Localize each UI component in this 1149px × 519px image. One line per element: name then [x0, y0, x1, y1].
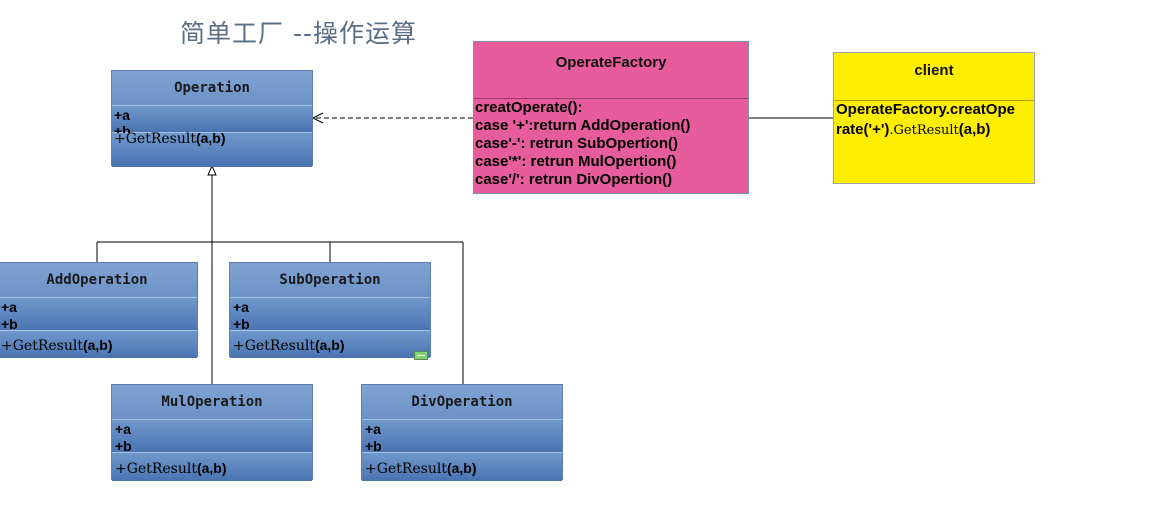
generalization-arrowhead — [207, 164, 217, 176]
factory-case-mul: case'*': retrun MulOpertion() — [475, 153, 677, 170]
operations: +GetResult(a,b) — [362, 453, 562, 481]
attribute-a: +a — [233, 299, 249, 315]
class-sub-operation[interactable]: SubOperation +a +b +GetResult(a,b) — [229, 262, 431, 358]
class-div-operation[interactable]: DivOperation +a +b +GetResult(a,b) — [361, 384, 563, 481]
class-name: MulOperation — [112, 385, 312, 420]
client-name: client — [834, 53, 1034, 101]
attribute-a: +a — [114, 107, 130, 123]
class-mul-operation[interactable]: MulOperation +a +b +GetResult(a,b) — [111, 384, 313, 481]
client-code-line-2: rate('+').GetResult(a,b) — [836, 121, 991, 138]
class-client[interactable]: client OperateFactory.creatOpe rate('+')… — [833, 52, 1035, 184]
attribute-b: +b — [115, 438, 132, 454]
attribute-a: +a — [115, 421, 131, 437]
attribute-b: +b — [365, 438, 382, 454]
class-name: Operation — [112, 71, 312, 106]
collapse-toggle-icon[interactable] — [414, 351, 428, 360]
attributes: +a +b — [112, 420, 312, 454]
class-add-operation[interactable]: AddOperation +a +b +GetResult(a,b) — [0, 262, 198, 358]
factory-case-add: case '+':return AddOperation() — [475, 117, 691, 134]
attribute-b: +b — [233, 316, 250, 332]
attributes: +a +b — [362, 420, 562, 454]
attributes: +a +b — [112, 106, 312, 139]
operation-getresult: +GetResult(a,b) — [1, 337, 113, 354]
factory-name: OperateFactory — [474, 42, 748, 99]
operations: +GetResult(a,b) — [230, 331, 430, 358]
attribute-a: +a — [1, 299, 17, 315]
class-operate-factory[interactable]: OperateFactory creatOperate(): case '+':… — [473, 41, 749, 194]
operations: +GetResult(a,b) — [112, 130, 312, 167]
attributes: +a +b — [230, 298, 430, 332]
attributes: +a +b — [0, 298, 197, 332]
attribute-a: +a — [365, 421, 381, 437]
attribute-b: +b — [1, 316, 18, 332]
class-name: DivOperation — [362, 385, 562, 420]
diagram-title: 简单工厂 --操作运算 — [180, 19, 417, 48]
operation-getresult: +GetResult(a,b) — [115, 460, 227, 477]
operations: +GetResult(a,b) — [112, 453, 312, 481]
operations: +GetResult(a,b) — [0, 331, 197, 358]
operation-getresult: +GetResult(a,b) — [233, 337, 345, 354]
client-code-line-1: OperateFactory.creatOpe — [836, 101, 1015, 118]
operation-getresult: +GetResult(a,b) — [114, 130, 226, 147]
dependency-arrowhead — [311, 112, 324, 124]
class-name: AddOperation — [0, 263, 197, 298]
operation-getresult: +GetResult(a,b) — [365, 460, 477, 477]
class-operation[interactable]: Operation +a +b +GetResult(a,b) — [111, 70, 313, 167]
factory-case-div: case'/': retrun DivOpertion() — [475, 171, 673, 188]
factory-method-line: creatOperate(): — [475, 99, 583, 116]
factory-case-sub: case'-': retrun SubOpertion() — [475, 135, 678, 152]
class-name: SubOperation — [230, 263, 430, 298]
